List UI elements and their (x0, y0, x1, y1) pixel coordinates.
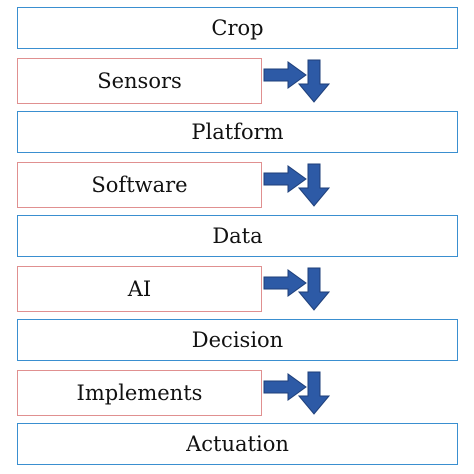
flow-arrow-icon (263, 267, 331, 311)
stage-label-actuation: Actuation (186, 431, 289, 456)
flow-arrow-icon (263, 59, 331, 103)
stage-box-decision: Decision (17, 319, 458, 361)
stage-box-software: Software (17, 162, 262, 208)
stage-label-ai: AI (127, 276, 152, 301)
stage-box-crop: Crop (17, 7, 458, 49)
stage-label-data: Data (212, 223, 263, 248)
stage-label-sensors: Sensors (97, 68, 182, 93)
stage-box-implements: Implements (17, 370, 262, 416)
stage-label-software: Software (91, 172, 188, 197)
stage-label-platform: Platform (191, 119, 284, 144)
stage-label-implements: Implements (76, 380, 203, 405)
stage-label-crop: Crop (211, 15, 264, 40)
stage-label-decision: Decision (191, 327, 284, 352)
flow-arrow-icon (263, 371, 331, 415)
flow-arrow-icon (263, 163, 331, 207)
stage-box-platform: Platform (17, 111, 458, 153)
stage-box-actuation: Actuation (17, 423, 458, 465)
stage-box-sensors: Sensors (17, 58, 262, 104)
stage-box-data: Data (17, 215, 458, 257)
stage-box-ai: AI (17, 266, 262, 312)
